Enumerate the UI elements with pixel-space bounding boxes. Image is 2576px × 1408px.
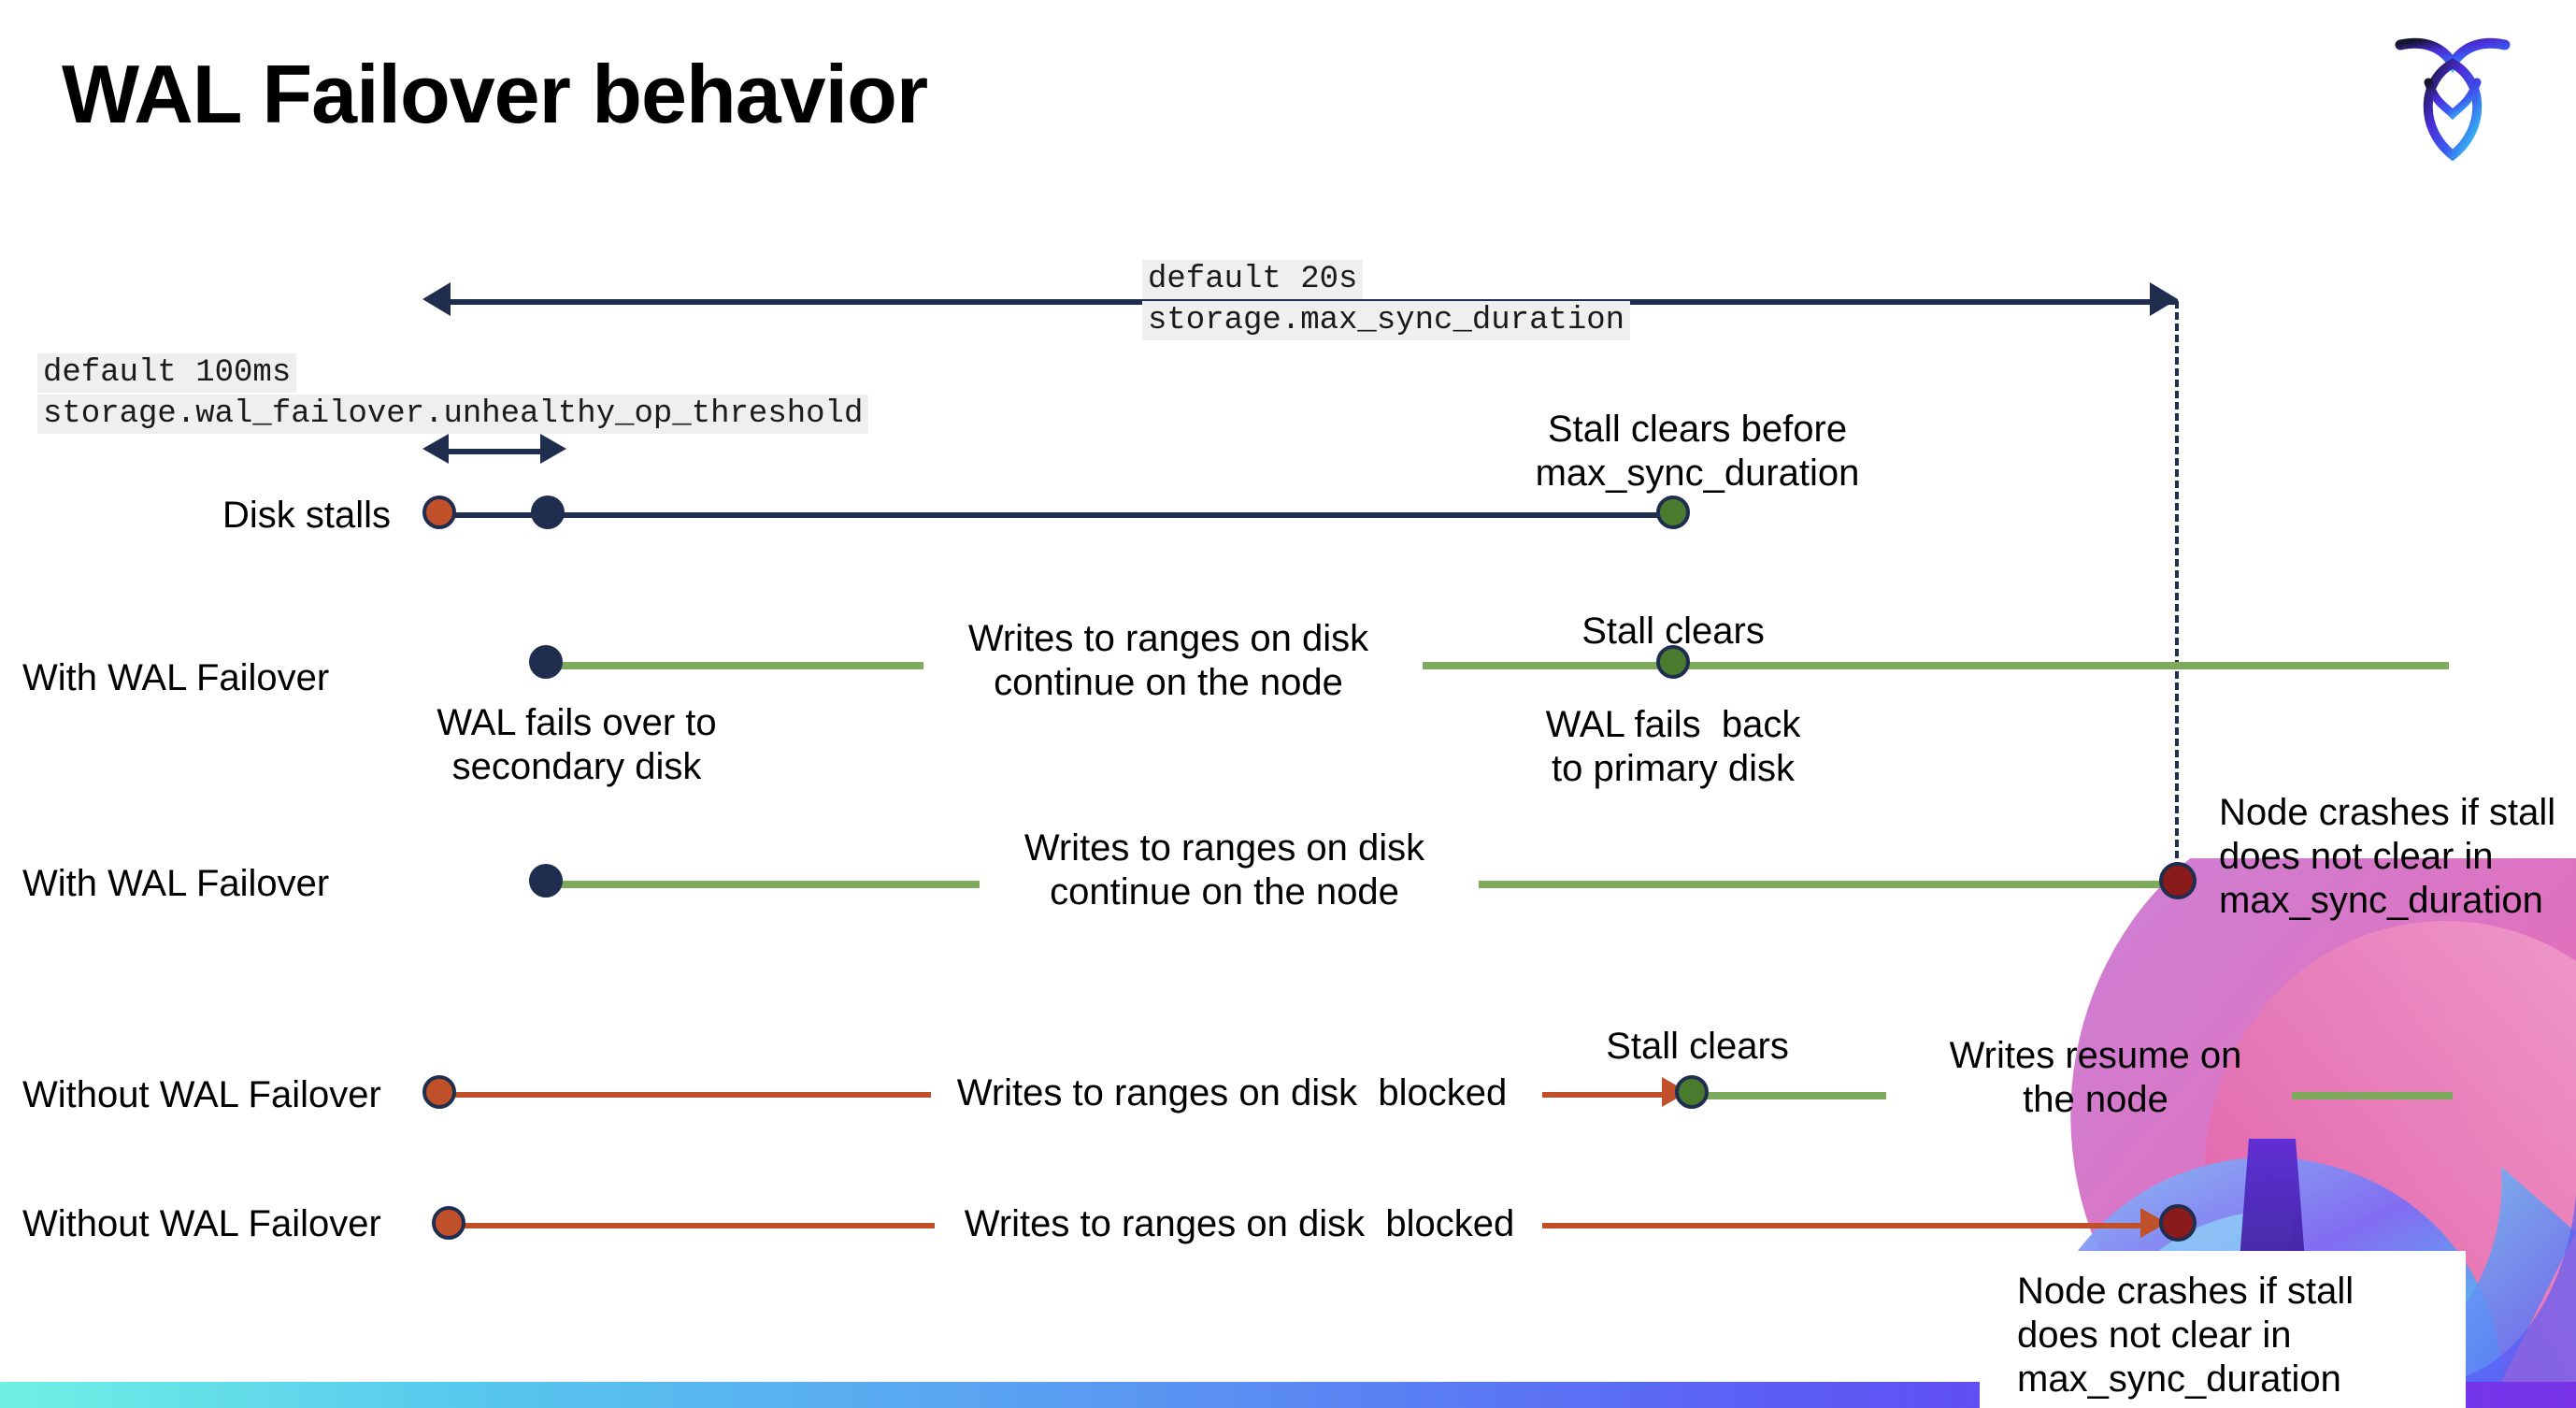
unhealthy-op-span-left-arrowhead	[422, 434, 449, 464]
note-wal-fails-over: WAL fails over to secondary disk	[436, 702, 717, 788]
row-label-with-wal-failover-1: With WAL Failover	[22, 657, 330, 698]
max-sync-duration-value-label: default 20s	[1142, 260, 1364, 299]
page-title: WAL Failover behavior	[62, 48, 928, 140]
disk-stall-start-dot	[422, 496, 456, 529]
disk-stalls-timeline	[437, 512, 1673, 518]
disk-stall-threshold-dot	[531, 496, 565, 529]
max-sync-duration-setting-label: storage.max_sync_duration	[1142, 301, 1631, 340]
node-crash-callout-box	[1980, 1251, 2466, 1408]
with-wal-failover-1-line-right	[1423, 662, 2449, 669]
with-wal-failover-2-line-left	[540, 881, 980, 888]
max-sync-span-right-arrowhead	[2150, 282, 2178, 316]
note-node-crashes-1: Node crashes if stall does not clear in …	[2219, 792, 2556, 922]
note-writes-continue-2: Writes to ranges on disk continue on the…	[1023, 827, 1425, 913]
wal-failover-1-stall-clears-dot	[1656, 645, 1690, 679]
wal-failover-2-node-crash-dot	[2159, 862, 2197, 899]
unhealthy-op-threshold-value-label: default 100ms	[37, 353, 297, 393]
without-wal-failover-2-start-dot	[432, 1206, 465, 1240]
wal-failover-2-start-dot	[529, 864, 563, 898]
without-wal-failover-2-line-left	[464, 1223, 935, 1228]
row-label-with-wal-failover-2: With WAL Failover	[22, 863, 330, 904]
note-writes-blocked-2: Writes to ranges on disk blocked	[964, 1203, 1515, 1244]
without-wal-failover-1-line-left	[454, 1092, 931, 1098]
max-sync-duration-deadline-guide	[2175, 301, 2179, 881]
unhealthy-op-span-right-arrowhead	[540, 434, 566, 464]
note-writes-resume: Writes resume on the node	[1949, 1035, 2242, 1121]
row-label-disk-stalls: Disk stalls	[222, 495, 392, 536]
row-label-without-wal-failover-2: Without WAL Failover	[22, 1203, 381, 1244]
without-wal-failover-2-line-right	[1542, 1223, 2142, 1228]
note-node-crashes-2: Node crashes if stall does not clear in …	[2017, 1271, 2354, 1401]
without-wal-failover-1-line-green-a	[1707, 1092, 1886, 1099]
note-stall-clears-1: Stall clears	[1581, 611, 1765, 652]
note-stall-clears-2: Stall clears	[1606, 1026, 1789, 1067]
row-label-without-wal-failover-1: Without WAL Failover	[22, 1074, 381, 1115]
unhealthy-op-threshold-span-line	[439, 449, 553, 454]
max-sync-span-left-arrowhead	[422, 282, 451, 316]
note-writes-blocked-1: Writes to ranges on disk blocked	[956, 1072, 1508, 1113]
without-wal-failover-1-start-dot	[422, 1075, 456, 1109]
note-wal-fails-back: WAL fails back to primary disk	[1545, 704, 1801, 790]
without-wal-failover-1-stall-clears-dot	[1675, 1075, 1709, 1109]
disk-stall-clears-dot	[1656, 496, 1690, 529]
cockroachdb-logo-icon	[2395, 37, 2511, 162]
without-wal-failover-1-line-green-b	[2292, 1092, 2453, 1099]
without-wal-failover-2-node-crash-dot	[2159, 1204, 2197, 1242]
with-wal-failover-1-line-left	[540, 662, 923, 669]
note-writes-continue-1: Writes to ranges on disk continue on the…	[967, 618, 1369, 704]
unhealthy-op-threshold-setting-label: storage.wal_failover.unhealthy_op_thresh…	[37, 395, 869, 434]
with-wal-failover-2-line-right	[1479, 881, 2182, 888]
note-stall-clears-before-max-sync: Stall clears before max_sync_duration	[1535, 409, 1860, 495]
without-wal-failover-1-line-mid	[1542, 1092, 1664, 1098]
wal-failover-1-start-dot	[529, 645, 563, 679]
